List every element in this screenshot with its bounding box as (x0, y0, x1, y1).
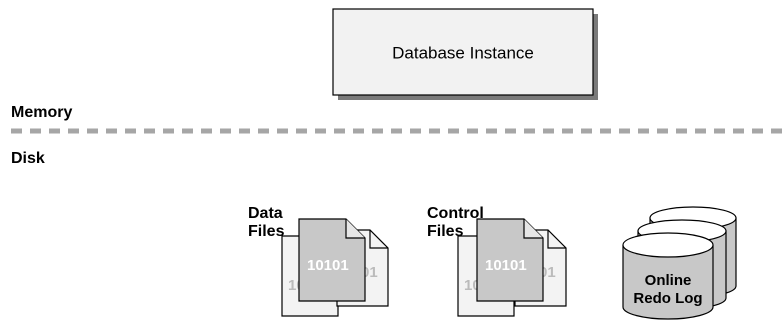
instance-box (332, 8, 594, 96)
instance-label: Database Instance (392, 43, 534, 62)
data-files-title-line1: Data (248, 205, 283, 222)
redo-cylinder-front (622, 245, 714, 320)
control-file-front-text: 10101 (485, 257, 527, 274)
control-file-doc-front (476, 218, 544, 302)
redo-log-label-line2: Redo Log (633, 290, 702, 307)
disk-label: Disk (11, 150, 45, 167)
data-file-doc-front (298, 218, 366, 302)
control-files-title-line2: Files (427, 223, 464, 240)
memory-label: Memory (11, 104, 72, 121)
control-files: Control Files 10 01 10101 (427, 205, 567, 317)
online-redo-log: Online Redo Log (622, 206, 737, 320)
data-files-title-line2: Files (248, 223, 285, 240)
redo-log-label-line1: Online (645, 272, 692, 289)
database-instance: Database Instance (332, 8, 598, 100)
control-file-doc-front-fold (523, 219, 543, 239)
data-file-front-text: 10101 (307, 257, 349, 274)
data-files: Data Files 10 01 10101 (248, 205, 389, 317)
data-file-doc-back-right-fold (369, 230, 388, 249)
redo-cylinder-front-top (622, 232, 714, 258)
data-file-doc-front-fold (345, 219, 365, 239)
control-file-doc-back-right-fold (547, 230, 566, 249)
control-files-title-line1: Control (427, 205, 484, 222)
